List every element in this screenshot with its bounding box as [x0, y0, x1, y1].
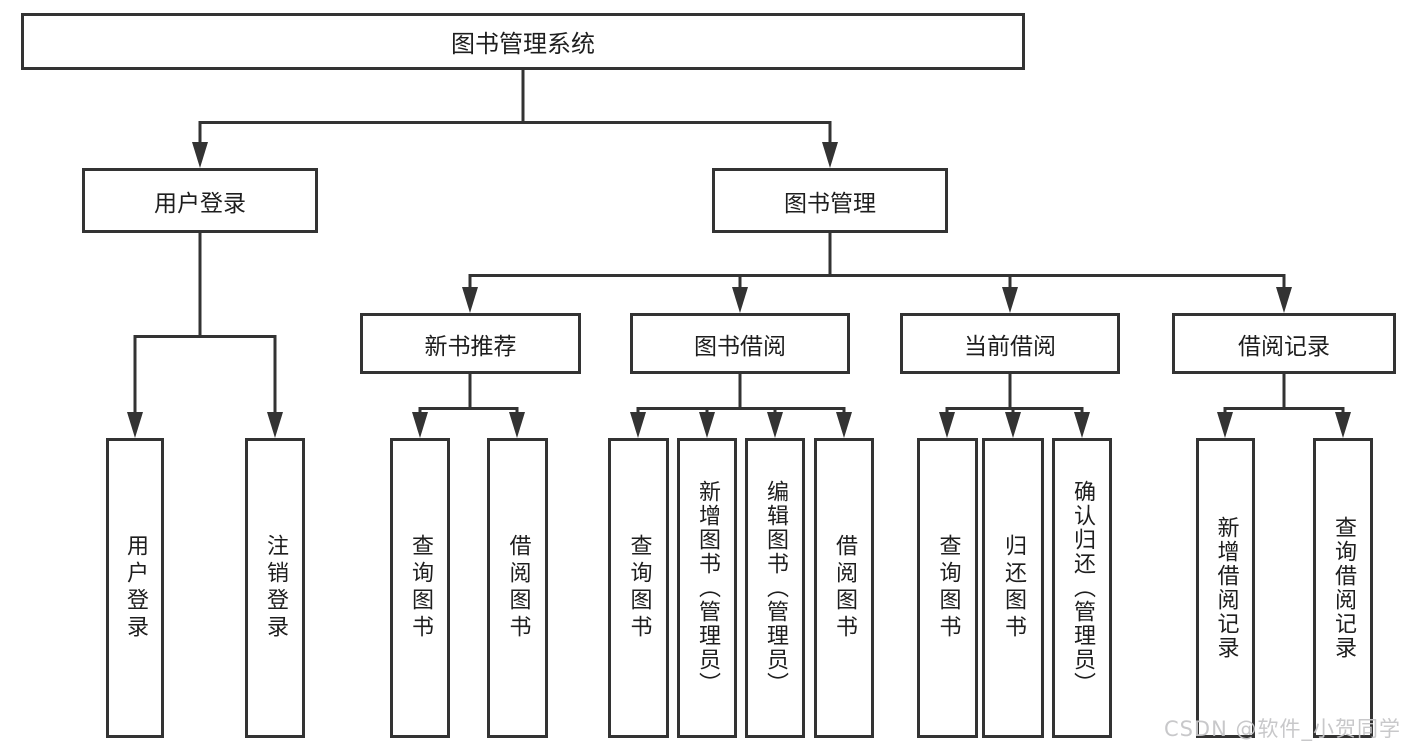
arrow-down-icon — [1276, 287, 1292, 313]
arrow-down-icon — [767, 412, 783, 438]
leaf-edit-book-admin: 编辑图书（管理员） — [745, 438, 805, 738]
leaf-borrow-book: 借阅图书 — [814, 438, 874, 738]
csdn-watermark: CSDN @软件_小贺同学 — [1163, 717, 1401, 741]
leaf-logout: 注销登录 — [245, 438, 305, 738]
node-current-borrow: 当前借阅 — [900, 313, 1120, 374]
arrow-down-icon — [836, 412, 852, 438]
leaf-add-borrow-record: 新增借阅记录 — [1196, 438, 1255, 738]
connector-mgmt-to-level3 — [468, 233, 1286, 289]
arrow-down-icon — [267, 412, 283, 438]
arrow-down-icon — [127, 412, 143, 438]
node-borrow-records: 借阅记录 — [1172, 313, 1396, 374]
arrow-down-icon — [1074, 412, 1090, 438]
node-book-management: 图书管理 — [712, 168, 948, 233]
connector-root-to-level2 — [198, 70, 832, 144]
connector-borrow-to-leaves — [636, 374, 846, 414]
leaf-query-book: 查询图书 — [917, 438, 978, 738]
arrow-down-icon — [822, 142, 838, 168]
leaf-confirm-return-admin: 确认归还（管理员） — [1052, 438, 1112, 738]
leaf-query-book: 查询图书 — [390, 438, 450, 738]
arrow-down-icon — [1217, 412, 1233, 438]
arrow-down-icon — [1335, 412, 1351, 438]
arrow-down-icon — [192, 142, 208, 168]
leaf-query-borrow-record: 查询借阅记录 — [1313, 438, 1373, 738]
node-library-management-system: 图书管理系统 — [21, 13, 1025, 70]
arrow-down-icon — [732, 287, 748, 313]
connector-current-to-leaves — [945, 374, 1084, 414]
node-user-login: 用户登录 — [82, 168, 318, 233]
connector-newbook-to-leaves — [418, 374, 519, 414]
arrow-down-icon — [939, 412, 955, 438]
arrow-down-icon — [1002, 287, 1018, 313]
arrow-down-icon — [462, 287, 478, 313]
arrow-down-icon — [630, 412, 646, 438]
connector-record-to-leaves — [1223, 374, 1345, 414]
leaf-borrow-book: 借阅图书 — [487, 438, 548, 738]
arrow-down-icon — [1005, 412, 1021, 438]
node-new-book-recommend: 新书推荐 — [360, 313, 581, 374]
arrow-down-icon — [509, 412, 525, 438]
leaf-return-book: 归还图书 — [982, 438, 1044, 738]
leaf-query-book: 查询图书 — [608, 438, 669, 738]
arrow-down-icon — [412, 412, 428, 438]
arrow-down-icon — [699, 412, 715, 438]
connector-login-to-leaves — [133, 233, 277, 414]
leaf-add-book-admin: 新增图书（管理员） — [677, 438, 737, 738]
node-book-borrow: 图书借阅 — [630, 313, 850, 374]
leaf-user-login: 用户登录 — [106, 438, 164, 738]
